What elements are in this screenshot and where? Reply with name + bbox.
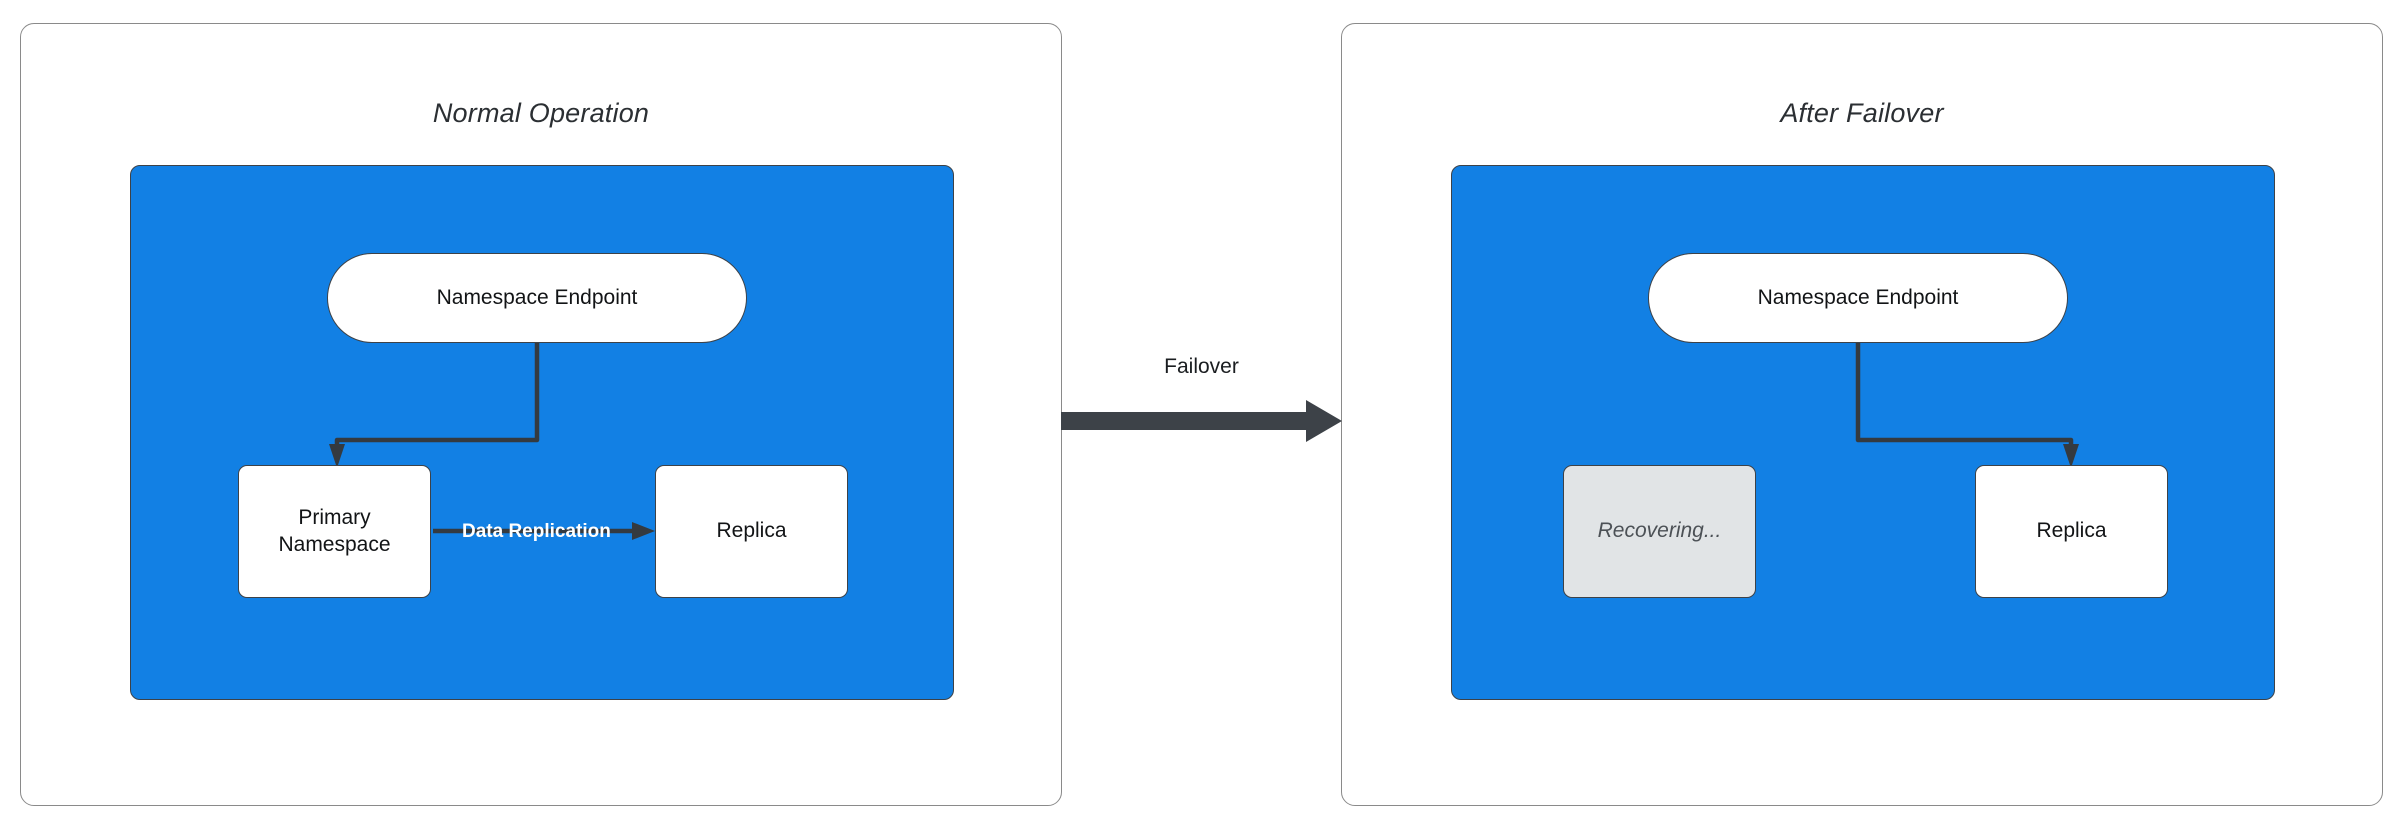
panel-title-normal-operation: Normal Operation: [432, 98, 650, 128]
node-namespace-endpoint-normal[interactable]: Namespace Endpoint: [327, 253, 747, 343]
node-label: Replica: [716, 519, 787, 543]
node-label: Recovering...: [1597, 519, 1722, 543]
node-primary-namespace[interactable]: Primary Namespace: [238, 465, 431, 598]
node-recovering[interactable]: Recovering...: [1563, 465, 1756, 598]
failover-arrow-icon: [1061, 400, 1342, 442]
node-label: Namespace Endpoint: [436, 285, 638, 309]
zone-after-failover: [1451, 165, 2275, 700]
node-namespace-endpoint-failover[interactable]: Namespace Endpoint: [1648, 253, 2068, 343]
node-label: Replica: [2036, 519, 2107, 543]
node-replica-normal[interactable]: Replica: [655, 465, 848, 598]
panel-title-after-failover: After Failover: [1780, 98, 1944, 128]
zone-normal-operation: [130, 165, 954, 700]
edge-label-data-replication: Data Replication: [462, 521, 611, 542]
node-label: Primary Namespace: [278, 505, 390, 558]
failover-transition-label: Failover: [1164, 355, 1239, 378]
node-label: Namespace Endpoint: [1757, 285, 1959, 309]
node-label-line1: Primary: [298, 506, 371, 530]
node-replica-failover[interactable]: Replica: [1975, 465, 2168, 598]
node-label-line2: Namespace: [278, 532, 391, 556]
